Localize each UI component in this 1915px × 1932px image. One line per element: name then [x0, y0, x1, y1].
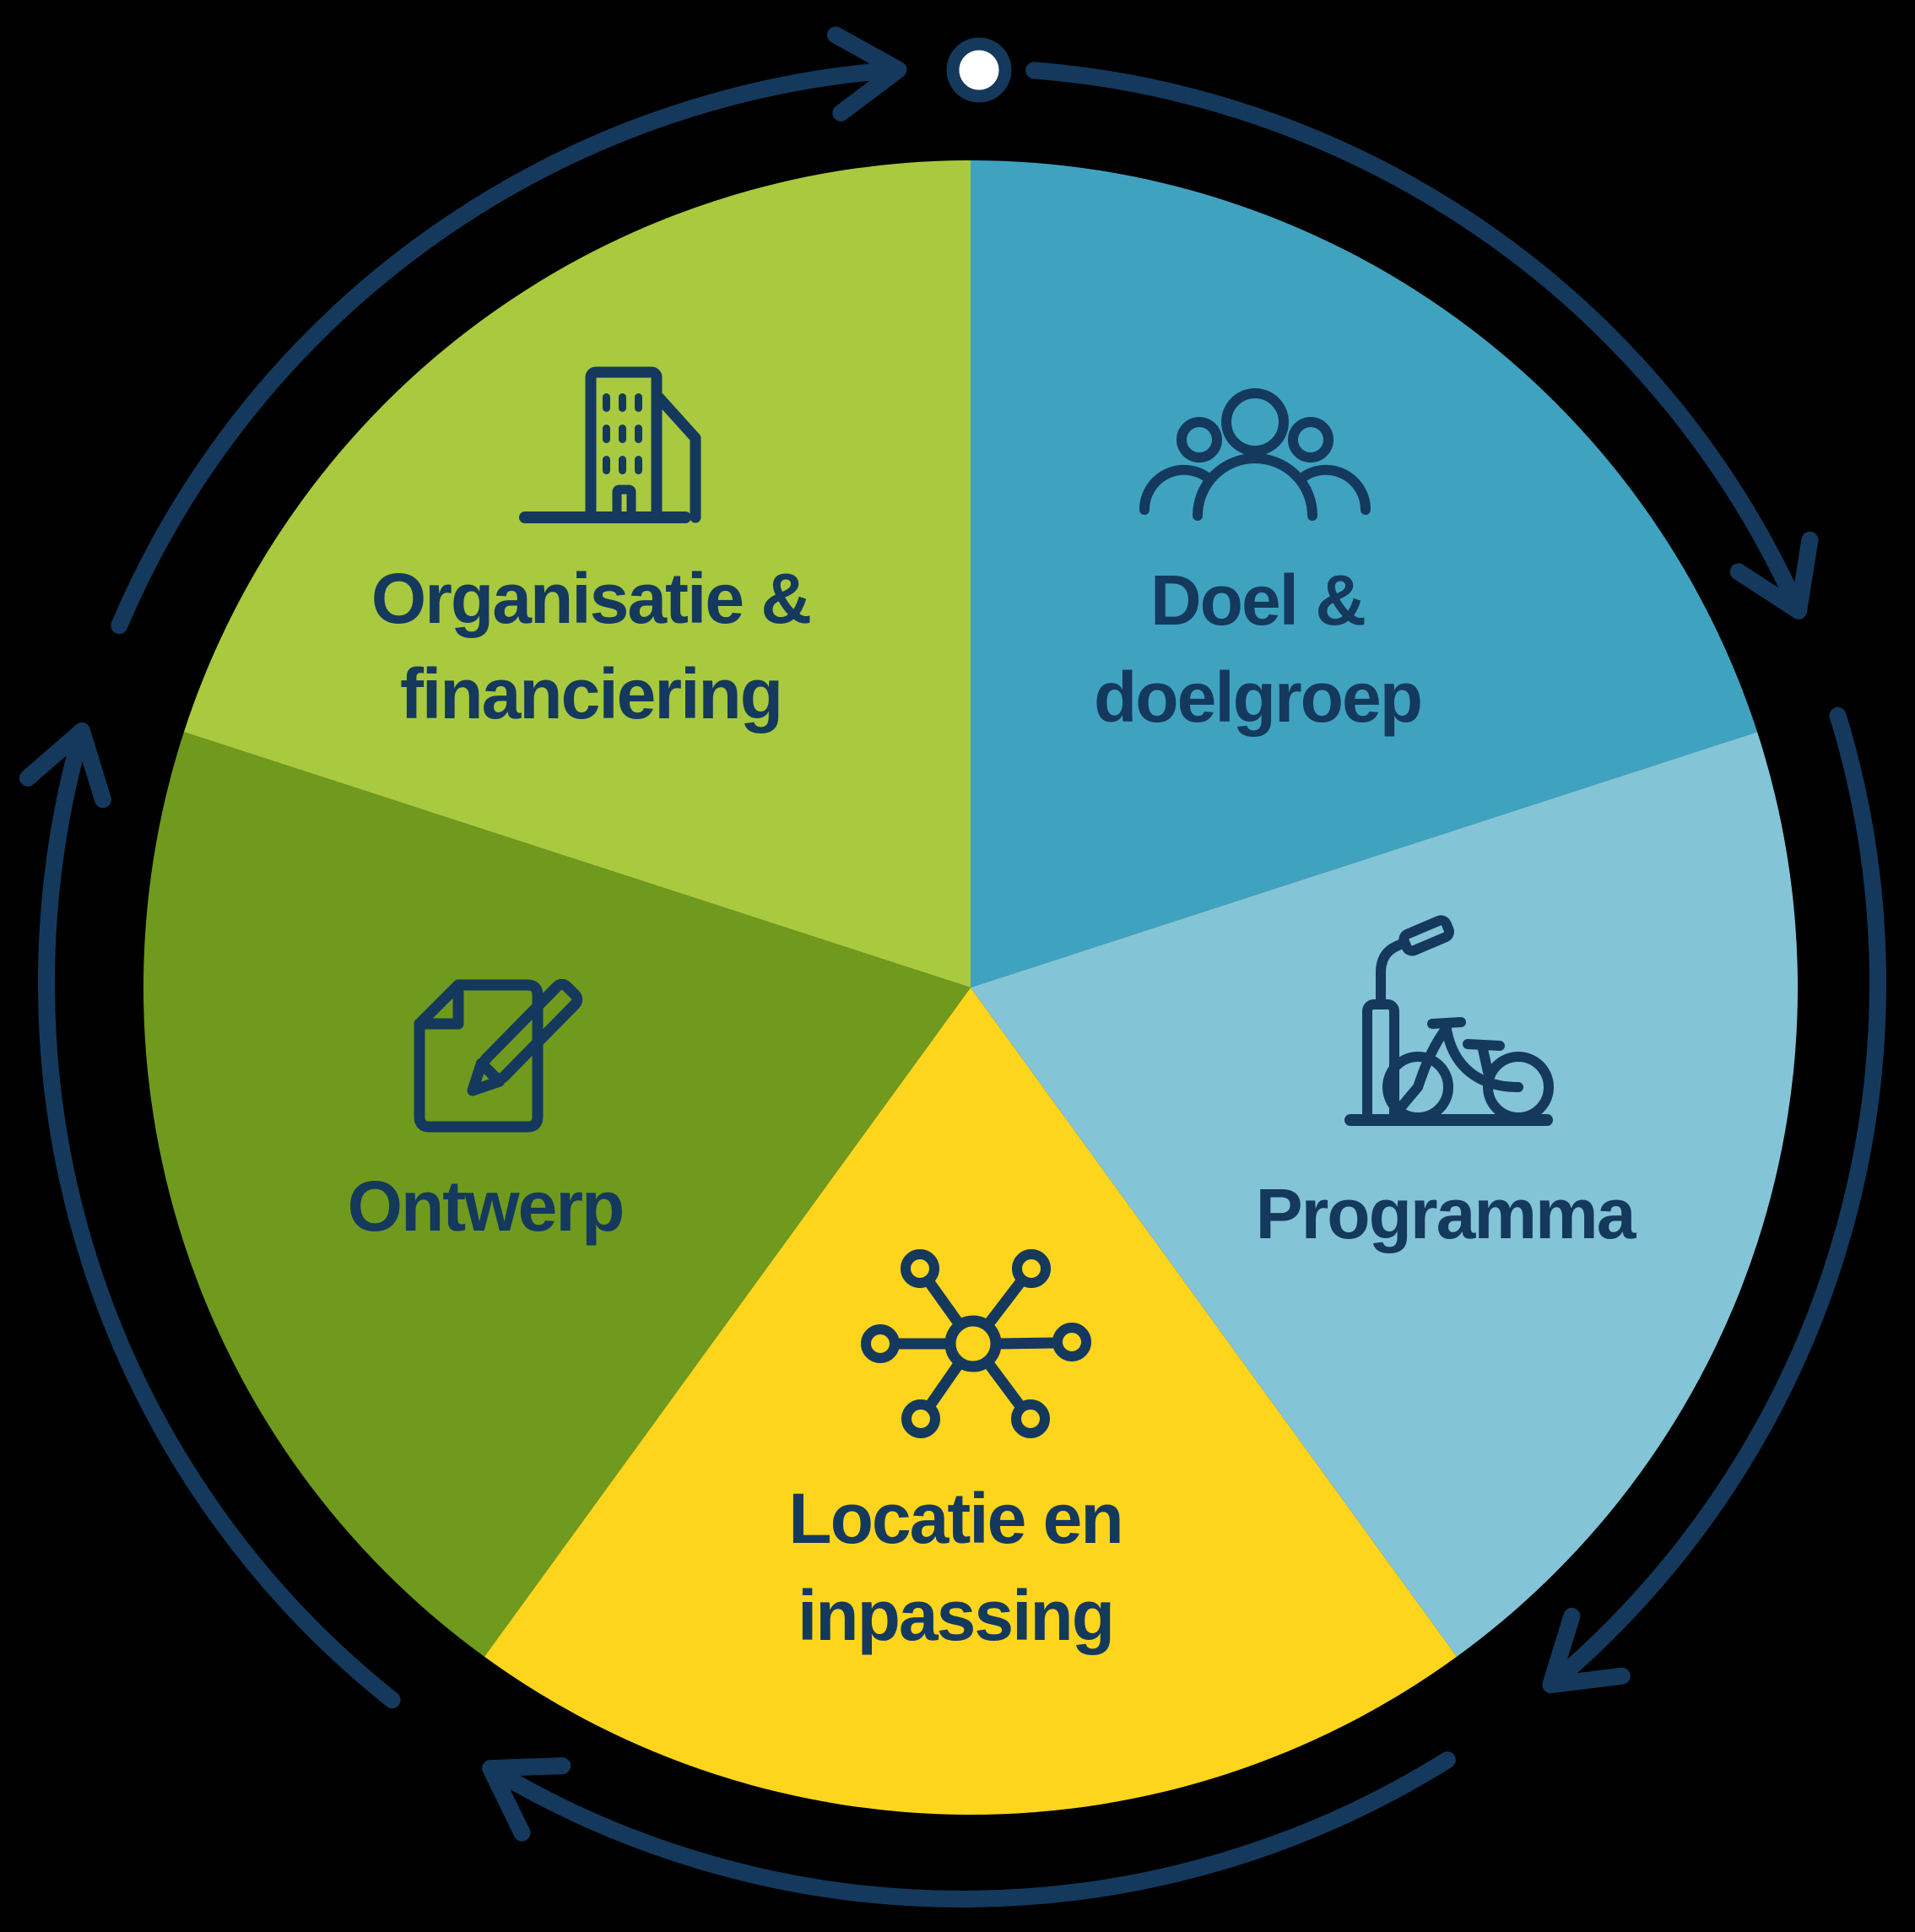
pie	[143, 160, 1799, 1816]
document-pencil-icon	[414, 978, 583, 1133]
arrowhead-top-icon	[827, 26, 907, 122]
cycle-arc-3	[482, 1751, 1456, 1908]
bicycle-parking-icon	[1344, 915, 1554, 1126]
arrowhead-bottom-left-icon	[482, 1757, 571, 1842]
segment-organisatie-financiering	[183, 160, 971, 988]
arrowhead-left-icon	[19, 722, 111, 809]
label-programma: Programma	[1256, 1174, 1637, 1253]
cycle-arc-2	[1542, 706, 1886, 1694]
cycle-arc-4	[38, 722, 401, 1709]
cycle-arc-1	[1025, 62, 1808, 620]
start-marker-dot	[946, 37, 1012, 103]
label-locatie-line1: Locatie en	[788, 1479, 1122, 1558]
segment-locatie-en-inpassing	[484, 988, 1458, 1816]
building-windows	[603, 393, 642, 474]
arrowhead-right-icon	[1729, 531, 1819, 620]
label-doel-doelgroep-line1: Doel &	[1150, 560, 1365, 640]
label-doel-doelgroep-line2: doelgroep	[1094, 658, 1421, 737]
segment-programma	[971, 732, 1799, 1657]
label-ontwerp: Ontwerp	[348, 1166, 624, 1246]
segment-doel-doelgroep	[971, 160, 1758, 988]
segment-ontwerp	[143, 732, 971, 1657]
arrowhead-bottom-right-icon	[1542, 1607, 1631, 1694]
label-organisatie-line2: financiering	[400, 654, 782, 733]
segment-icons	[414, 366, 1554, 1438]
label-organisatie-line1: Organisatie &	[371, 559, 811, 638]
label-locatie-line2: inpassing	[798, 1576, 1113, 1655]
cycle-arrows	[19, 26, 1886, 1908]
people-icon	[1139, 388, 1371, 521]
building-icon	[519, 366, 701, 523]
network-hub-icon	[861, 1249, 1091, 1438]
segment-labels: Doel & doelgroep Programma Locatie en in…	[348, 559, 1639, 1655]
cycle-arc-5	[111, 61, 907, 635]
